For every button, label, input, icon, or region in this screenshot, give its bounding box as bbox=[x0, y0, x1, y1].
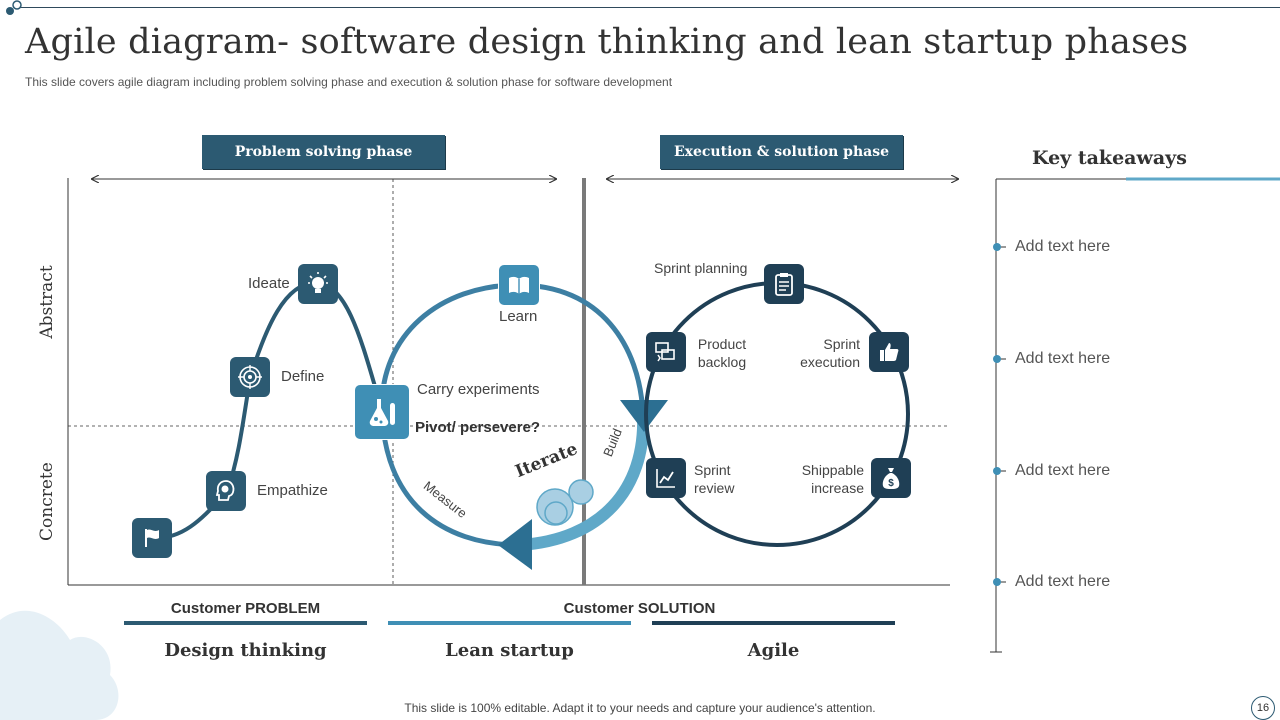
page-number: 16 bbox=[1251, 696, 1275, 720]
learn-label: Learn bbox=[499, 308, 538, 325]
shippable-increase-line-2: increase bbox=[811, 480, 864, 496]
problem-solving-phase-box: Problem solving phase bbox=[202, 135, 445, 169]
sprint-planning-tile bbox=[764, 264, 804, 304]
takeaway-item-1: Add text here bbox=[1015, 238, 1111, 255]
top-rule bbox=[14, 7, 1280, 8]
ideate-tile bbox=[298, 264, 338, 304]
flag-tile bbox=[132, 518, 172, 558]
sprint-planning-label: Sprint planning bbox=[654, 260, 748, 276]
axis-label-abstract: Abstract bbox=[37, 265, 57, 339]
design-thinking-label: Design thinking bbox=[164, 640, 327, 661]
sprint-execution-label: Sprint execution bbox=[796, 335, 860, 371]
ideate-label: Ideate bbox=[248, 275, 290, 292]
carry-experiments-label: Carry experiments bbox=[417, 381, 540, 398]
page-subtitle: This slide covers agile diagram includin… bbox=[25, 75, 673, 89]
sprint-review-line-1: Sprint bbox=[694, 462, 731, 478]
product-backlog-line-2: backlog bbox=[697, 354, 747, 370]
shippable-increase-line-1: Shippable bbox=[801, 462, 864, 478]
money-bag-icon: $ bbox=[882, 468, 900, 489]
product-backlog-tile bbox=[646, 332, 686, 372]
define-tile bbox=[230, 357, 270, 397]
target-icon bbox=[238, 365, 262, 389]
key-takeaways-title: Key takeaways bbox=[1032, 147, 1187, 169]
shippable-increase-tile: $ bbox=[871, 458, 911, 498]
empathize-label: Empathize bbox=[257, 482, 328, 499]
customer-problem-label: Customer PROBLEM bbox=[170, 600, 321, 617]
sprint-execution-tile bbox=[869, 332, 909, 372]
execution-solution-phase-label: Execution & solution phase bbox=[673, 144, 890, 160]
measure-arrowhead bbox=[498, 519, 532, 570]
problem-solving-phase-label: Problem solving phase bbox=[234, 144, 413, 160]
sprint-review-tile bbox=[646, 458, 686, 498]
decorative-blob bbox=[0, 610, 119, 720]
agile-label: Agile bbox=[747, 640, 800, 661]
page-title: Agile diagram- software design thinking … bbox=[25, 22, 1189, 62]
lightbulb-icon bbox=[308, 272, 328, 293]
top-rule-dots bbox=[6, 0, 22, 15]
iterate-bubble-inner bbox=[544, 501, 568, 525]
lean-loop-bottom bbox=[379, 409, 521, 548]
empathy-head-icon bbox=[215, 480, 235, 501]
backlog-stack-icon bbox=[655, 342, 675, 362]
product-backlog-label: Product backlog bbox=[692, 335, 752, 371]
takeaway-item-4: Add text here bbox=[1015, 573, 1111, 590]
axis-label-concrete: Concrete bbox=[37, 462, 57, 541]
pivot-persevere-label: Pivot/ persevere? bbox=[415, 419, 541, 436]
build-arrowhead bbox=[620, 400, 668, 432]
design-thinking-bar bbox=[124, 621, 367, 625]
learn-tile bbox=[498, 264, 540, 306]
clipboard-icon bbox=[775, 273, 793, 296]
agile-bar bbox=[652, 621, 895, 625]
thumbs-up-icon bbox=[880, 343, 899, 361]
customer-solution-label: Customer SOLUTION bbox=[563, 600, 716, 617]
sprint-execution-line-2: execution bbox=[800, 354, 860, 370]
sprint-review-label: Sprint review bbox=[694, 461, 734, 497]
flag-icon bbox=[145, 529, 159, 547]
sprint-execution-line-1: Sprint bbox=[823, 336, 860, 352]
define-label: Define bbox=[281, 368, 325, 385]
execution-solution-phase-box: Execution & solution phase bbox=[660, 135, 903, 169]
product-backlog-line-1: Product bbox=[697, 336, 747, 352]
chart-review-icon bbox=[656, 469, 675, 488]
book-icon bbox=[509, 276, 529, 294]
empathize-tile bbox=[206, 471, 246, 511]
iterate-bubble-small bbox=[568, 479, 594, 505]
takeaway-markers bbox=[993, 243, 1006, 586]
design-thinking-curve bbox=[151, 280, 384, 541]
lab-flask-icon bbox=[369, 399, 395, 426]
svg-text:$: $ bbox=[888, 478, 894, 489]
lean-startup-bar bbox=[388, 621, 631, 625]
lean-startup-label: Lean startup bbox=[445, 640, 574, 661]
sprint-review-line-2: review bbox=[694, 480, 735, 496]
iterate-arrow-body bbox=[519, 414, 650, 551]
experiments-tile bbox=[354, 384, 410, 440]
shippable-increase-label: Shippable increase bbox=[796, 461, 864, 497]
takeaway-item-2: Add text here bbox=[1015, 350, 1111, 367]
agile-cycle bbox=[644, 281, 910, 547]
footer-note: This slide is 100% editable. Adapt it to… bbox=[404, 701, 876, 715]
takeaway-item-3: Add text here bbox=[1015, 462, 1111, 479]
